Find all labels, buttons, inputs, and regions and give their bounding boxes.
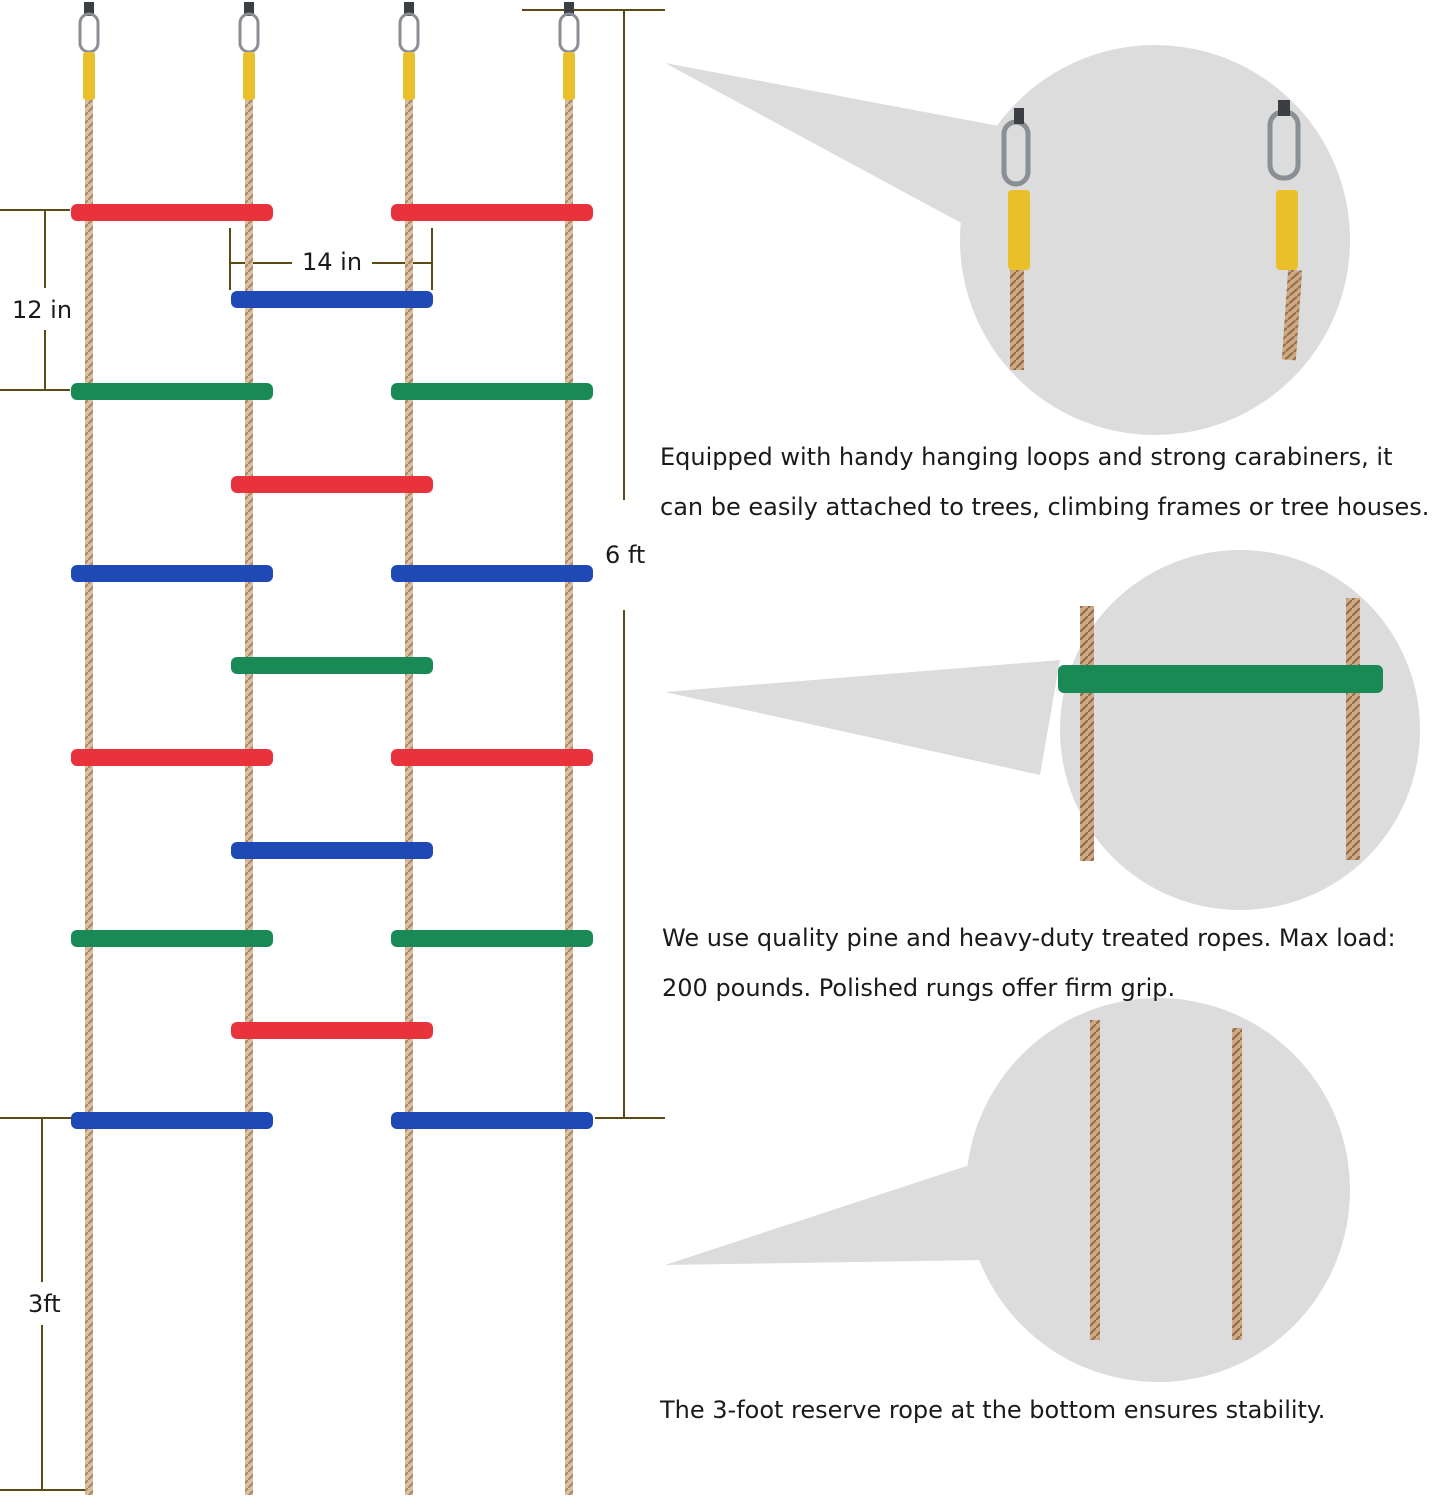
ladder-rungs bbox=[71, 204, 593, 1129]
caption-hanging-loops: Equipped with handy hanging loops and st… bbox=[660, 443, 1430, 521]
caption-reserve-rope: The 3-foot reserve rope at the bottom en… bbox=[660, 1396, 1326, 1424]
dimension-label-6ft: 6 ft bbox=[605, 541, 645, 569]
dimension-12in bbox=[0, 209, 70, 391]
carabiner-icon bbox=[1001, 108, 1031, 187]
rung-center bbox=[231, 1022, 433, 1039]
rung-right bbox=[391, 565, 593, 582]
rung-right bbox=[391, 749, 593, 766]
callout-rung-closeup bbox=[1058, 550, 1420, 910]
dimension-label-3ft: 3ft bbox=[28, 1290, 61, 1318]
rung-center bbox=[231, 842, 433, 859]
rope-2 bbox=[238, 2, 260, 1495]
callout-reserve-rope bbox=[966, 998, 1350, 1382]
hanging-loop bbox=[83, 52, 95, 100]
rung-right bbox=[391, 1112, 593, 1129]
rung-center bbox=[231, 657, 433, 674]
rope-1 bbox=[78, 2, 100, 1495]
rope-4 bbox=[558, 2, 580, 1495]
rung-center bbox=[231, 476, 433, 493]
rope-strand bbox=[405, 100, 413, 1495]
dimension-6ft bbox=[522, 9, 665, 1119]
rope-strand bbox=[85, 100, 93, 1495]
callout-pointer-top bbox=[665, 63, 1020, 225]
rung-right bbox=[391, 204, 593, 221]
hanging-loop bbox=[563, 52, 575, 100]
rope-3 bbox=[398, 2, 420, 1495]
callout-hanging-loops bbox=[960, 45, 1350, 435]
callout-pointer-middle bbox=[665, 660, 1060, 775]
carabiner-icon bbox=[1267, 100, 1301, 181]
carabiner-icon bbox=[78, 2, 100, 54]
rung-left bbox=[71, 749, 273, 766]
rung-left bbox=[71, 1112, 273, 1129]
rung-center bbox=[231, 291, 433, 308]
rung-left bbox=[71, 204, 273, 221]
caption-quality-materials: We use quality pine and heavy-duty treat… bbox=[662, 924, 1396, 1002]
rope-strand bbox=[565, 100, 573, 1495]
rung-left bbox=[71, 383, 273, 400]
hanging-loop bbox=[403, 52, 415, 100]
hanging-loop bbox=[243, 52, 255, 100]
rope-strand bbox=[245, 100, 253, 1495]
ladder-ropes bbox=[78, 2, 580, 1495]
carabiner-icon bbox=[238, 2, 260, 54]
dimension-3ft bbox=[0, 1117, 90, 1491]
rung-right bbox=[391, 930, 593, 947]
dimension-label-12in: 12 in bbox=[12, 296, 72, 324]
rung-right bbox=[391, 383, 593, 400]
callout-pointer-bottom bbox=[665, 1160, 985, 1265]
carabiner-icon bbox=[398, 2, 420, 54]
dimension-label-14in: 14 in bbox=[302, 248, 362, 276]
dimension-14in bbox=[229, 228, 433, 290]
rung-left bbox=[71, 565, 273, 582]
rung-left bbox=[71, 930, 273, 947]
